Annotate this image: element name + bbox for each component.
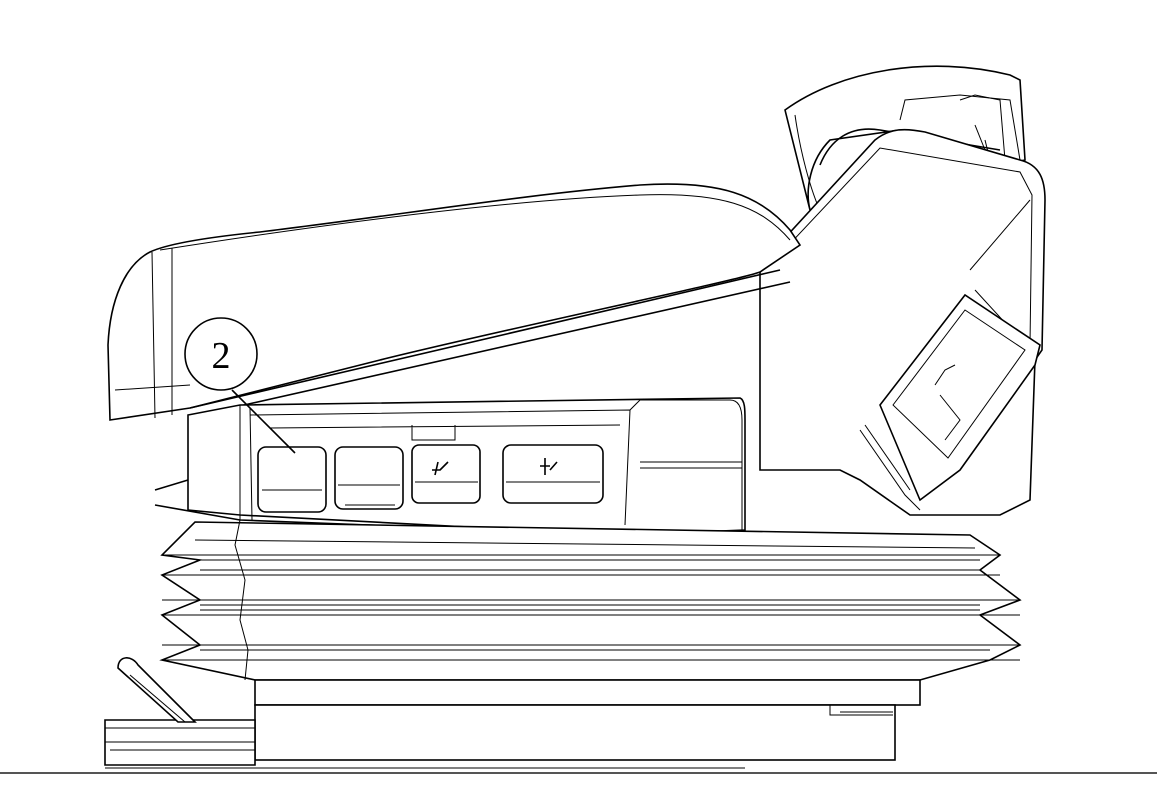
control-button[interactable] (257, 446, 327, 513)
backrest (759, 65, 1046, 516)
seat-tilt-icon (432, 461, 449, 476)
control-buttons (257, 444, 604, 513)
callout-label: 2 (212, 335, 231, 377)
seat-tilt-button[interactable] (411, 444, 481, 504)
bellows (159, 519, 1022, 681)
seat-base (104, 679, 921, 769)
callout-2: 2 (184, 317, 296, 454)
seat-height-icon (540, 458, 558, 475)
control-button[interactable] (334, 446, 404, 510)
seat-cushion (107, 183, 802, 421)
adjustment-lever[interactable] (117, 657, 197, 723)
seat-height-button[interactable] (502, 444, 604, 504)
